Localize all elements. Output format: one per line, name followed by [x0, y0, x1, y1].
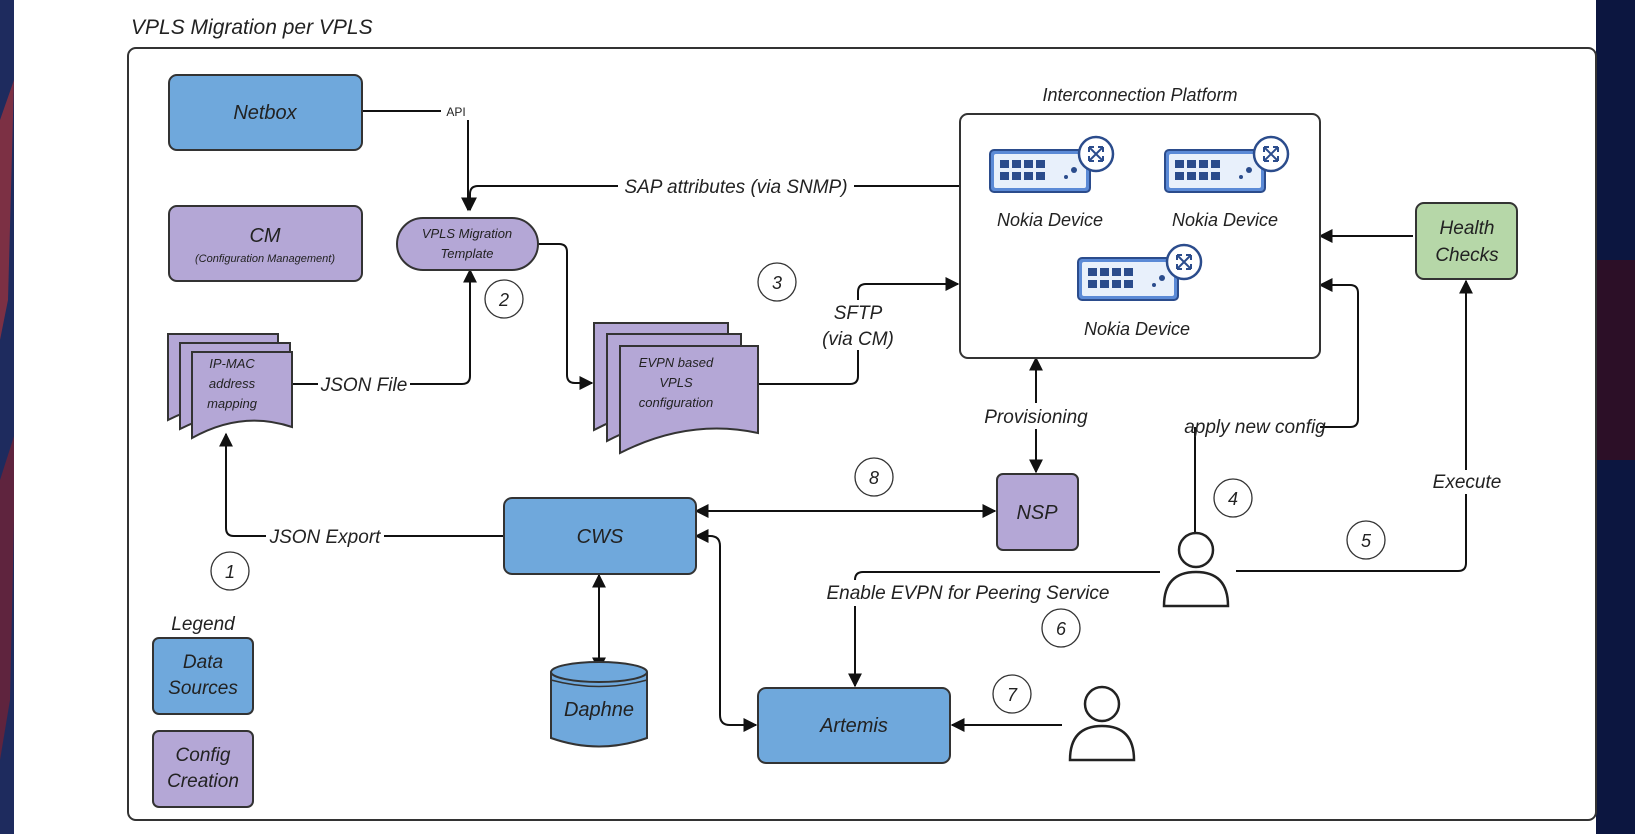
ipmac-label-3: mapping	[207, 396, 258, 411]
svg-text:1: 1	[225, 562, 235, 582]
svg-text:4: 4	[1228, 489, 1238, 509]
edge-label-json-file: JSON File	[320, 375, 408, 396]
cws-node: CWS	[503, 497, 697, 575]
svg-text:8: 8	[869, 468, 879, 488]
step-2: 2	[484, 279, 524, 319]
artemis-node: Artemis	[757, 687, 951, 764]
evpn-label-2: VPLS	[659, 375, 693, 390]
svg-text:3: 3	[772, 273, 782, 293]
edge-json-file	[292, 268, 477, 385]
step-3: 3	[757, 262, 797, 302]
step-1: 1	[210, 551, 250, 591]
svg-text:7: 7	[1007, 685, 1018, 705]
template-label-1: VPLS Migration	[422, 226, 512, 241]
device-label-2: Nokia Device	[1172, 210, 1278, 230]
netbox-label: Netbox	[233, 102, 297, 124]
edge-enable-evpn	[848, 571, 1160, 688]
edge-json-export	[219, 432, 504, 537]
svg-text:6: 6	[1056, 619, 1067, 639]
edge-label-sap: SAP attributes (via SNMP)	[624, 177, 847, 198]
edge-template-to-evpn	[538, 243, 594, 390]
edge-execute	[1236, 279, 1473, 572]
svg-text:5: 5	[1361, 531, 1372, 551]
daphne-database-node: Daphne	[550, 661, 648, 748]
netbox-node: Netbox	[168, 74, 363, 151]
template-node: VPLS Migration Template	[396, 217, 539, 271]
edge-label-json-export: JSON Export	[269, 527, 382, 548]
ipmac-label-2: address	[209, 376, 256, 391]
evpn-label-3: configuration	[639, 395, 713, 410]
daphne-label: Daphne	[564, 699, 634, 721]
edge-api	[362, 110, 468, 210]
step-5: 5	[1346, 520, 1386, 560]
svg-text:Config: Config	[176, 745, 231, 766]
edge-label-enable-evpn: Enable EVPN for Peering Service	[826, 583, 1109, 604]
nsp-label: NSP	[1016, 502, 1058, 524]
edge-label-sftp-2: (via CM)	[822, 329, 894, 350]
svg-text:Sources: Sources	[168, 678, 238, 699]
edge-sap	[463, 185, 960, 212]
platform-title: Interconnection Platform	[1042, 85, 1237, 105]
edge-label-execute: Execute	[1433, 472, 1502, 493]
step-6: 6	[1041, 608, 1081, 648]
ipmac-document-node: IP-MAC address mapping	[167, 333, 293, 440]
outer-frame	[127, 47, 1597, 821]
nsp-node: NSP	[996, 473, 1079, 551]
cm-sublabel: (Configuration Management)	[195, 253, 335, 265]
template-label-2: Template	[441, 246, 494, 261]
edge-apply-config	[1194, 285, 1359, 532]
edge-label-sftp-1: SFTP	[834, 303, 883, 324]
interconnection-platform: Nokia Device Nokia Device Nokia Device	[959, 113, 1321, 359]
edge-label-provisioning: Provisioning	[984, 407, 1088, 428]
step-4: 4	[1213, 478, 1253, 518]
diagram-title: VPLS Migration per VPLS	[131, 16, 373, 39]
svg-text:Creation: Creation	[167, 771, 239, 792]
cws-label: CWS	[577, 526, 624, 548]
edge-cws-artemis	[694, 529, 758, 732]
legend-title: Legend	[171, 614, 236, 635]
device-label-3: Nokia Device	[1084, 319, 1190, 339]
evpn-config-document-node: EVPN based VPLS configuration	[593, 322, 759, 455]
svg-text:Data: Data	[183, 652, 223, 673]
health-label-1: Health	[1440, 218, 1495, 239]
legend-data-sources: Data Sources	[152, 637, 254, 715]
edge-label-api: API	[446, 105, 465, 119]
device-label-1: Nokia Device	[997, 210, 1103, 230]
artemis-label: Artemis	[819, 715, 888, 737]
legend-config-creation: Config Creation	[152, 730, 254, 808]
ipmac-label-1: IP-MAC	[209, 356, 255, 371]
health-checks-node: Health Checks	[1415, 202, 1518, 280]
edge-label-apply: apply new config	[1184, 417, 1326, 438]
step-7: 7	[992, 674, 1032, 714]
cm-label: CM	[249, 225, 280, 247]
cm-node: CM (Configuration Management)	[168, 205, 363, 282]
health-label-2: Checks	[1435, 245, 1499, 266]
step-8: 8	[854, 457, 894, 497]
user-icon	[1068, 685, 1136, 762]
svg-text:2: 2	[498, 290, 509, 310]
evpn-label-1: EVPN based	[639, 355, 714, 370]
user-icon	[1162, 531, 1230, 608]
